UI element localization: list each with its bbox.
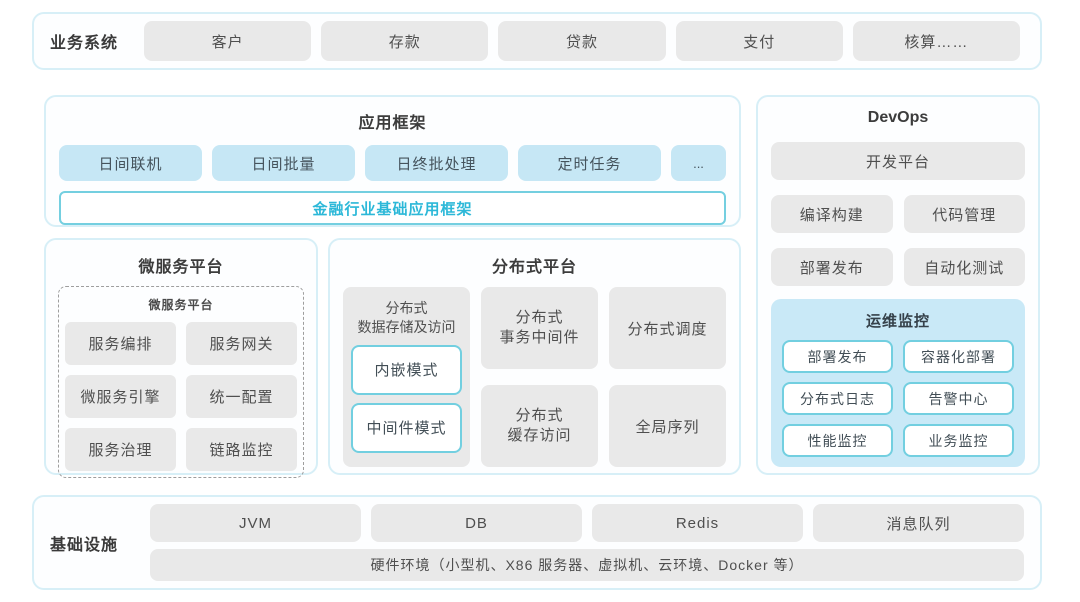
micro-item-orchestration: 服务编排 bbox=[65, 322, 176, 365]
infra-item-db: DB bbox=[371, 504, 582, 542]
monitor-item-business: 业务监控 bbox=[903, 424, 1014, 457]
business-systems-panel: 业务系统 客户 存款 贷款 支付 核算…… bbox=[32, 12, 1042, 70]
business-item-customer: 客户 bbox=[144, 21, 312, 61]
devops-row-2: 部署发布 自动化测试 bbox=[771, 248, 1025, 286]
devops-row-1: 编译构建 代码管理 bbox=[771, 195, 1025, 233]
ops-monitor-panel: 运维监控 部署发布 容器化部署 分布式日志 告警中心 性能监控 业务监控 bbox=[771, 299, 1025, 467]
infra-item-redis: Redis bbox=[592, 504, 803, 542]
ops-monitor-row-3: 性能监控 业务监控 bbox=[782, 424, 1014, 457]
devops-item-build: 编译构建 bbox=[771, 195, 893, 233]
distributed-column-3: 分布式调度 全局序列 bbox=[609, 287, 726, 467]
storage-mode-middleware: 中间件模式 bbox=[351, 402, 462, 453]
microservice-panel: 微服务平台 微服务平台 服务编排 服务网关 微服务引擎 统一配置 服务治理 链路… bbox=[44, 238, 318, 478]
monitor-item-distributed-log: 分布式日志 bbox=[782, 382, 893, 415]
monitor-item-container-deploy: 容器化部署 bbox=[903, 340, 1014, 373]
app-framework-panel: 应用框架 日间联机 日间批量 日终批处理 定时任务 ... 金融行业基础应用框架 bbox=[44, 95, 741, 227]
infra-item-jvm: JVM bbox=[150, 504, 361, 542]
distributed-storage-group: 分布式 数据存储及访问 内嵌模式 中间件模式 bbox=[343, 287, 470, 467]
business-systems-label: 业务系统 bbox=[49, 35, 118, 52]
business-item-payment: 支付 bbox=[675, 21, 843, 61]
business-item-accounting: 核算…… bbox=[852, 21, 1021, 61]
ops-monitor-row-2: 分布式日志 告警中心 bbox=[782, 382, 1014, 415]
app-framework-title: 应用框架 bbox=[358, 115, 427, 132]
infrastructure-rows: JVM DB Redis 消息队列 硬件环境（小型机、X86 服务器、虚拟机、云… bbox=[150, 504, 1024, 581]
devops-item-deploy: 部署发布 bbox=[771, 248, 893, 286]
dist-item-cache-access: 分布式 缓存访问 bbox=[481, 385, 598, 467]
monitor-item-performance: 性能监控 bbox=[782, 424, 893, 457]
micro-item-unified-config: 统一配置 bbox=[186, 375, 297, 418]
distributed-column-2: 分布式 事务中间件 分布式 缓存访问 bbox=[481, 287, 598, 467]
micro-item-engine: 微服务引擎 bbox=[65, 375, 176, 418]
micro-item-trace-monitor: 链路监控 bbox=[186, 428, 297, 471]
infrastructure-panel: 基础设施 JVM DB Redis 消息队列 硬件环境（小型机、X86 服务器、… bbox=[32, 495, 1042, 590]
monitor-item-alert-center: 告警中心 bbox=[903, 382, 1014, 415]
app-item-eod-batch: 日终批处理 bbox=[365, 145, 508, 181]
storage-mode-embedded: 内嵌模式 bbox=[351, 344, 462, 395]
devops-item-auto-test: 自动化测试 bbox=[903, 248, 1025, 286]
devops-title: DevOps bbox=[867, 109, 929, 126]
micro-item-gateway: 服务网关 bbox=[186, 322, 297, 365]
dist-item-global-sequence: 全局序列 bbox=[609, 385, 726, 467]
microservice-title: 微服务平台 bbox=[138, 259, 224, 276]
microservice-inner-box: 微服务平台 服务编排 服务网关 微服务引擎 统一配置 服务治理 链路监控 bbox=[58, 286, 304, 478]
devops-panel: DevOps 开发平台 编译构建 代码管理 部署发布 自动化测试 运维监控 部署… bbox=[756, 95, 1040, 475]
distributed-panel: 分布式平台 分布式 数据存储及访问 内嵌模式 中间件模式 分布式 事务中间件 分… bbox=[328, 238, 741, 475]
infra-hardware-bar: 硬件环境（小型机、X86 服务器、虚拟机、云环境、Docker 等） bbox=[150, 549, 1024, 581]
micro-item-governance: 服务治理 bbox=[65, 428, 176, 471]
infra-item-message-queue: 消息队列 bbox=[813, 504, 1024, 542]
distributed-title: 分布式平台 bbox=[491, 259, 577, 276]
devops-item-code-mgmt: 代码管理 bbox=[903, 195, 1025, 233]
app-framework-row: 日间联机 日间批量 日终批处理 定时任务 ... bbox=[59, 145, 726, 181]
distributed-storage-label: 分布式 数据存储及访问 bbox=[357, 300, 456, 335]
devops-dev-platform: 开发平台 bbox=[771, 142, 1025, 180]
app-item-daytime-batch: 日间批量 bbox=[212, 145, 355, 181]
business-item-loan: 贷款 bbox=[498, 21, 666, 61]
ops-monitor-title: 运维监控 bbox=[865, 313, 930, 330]
infrastructure-row-1: JVM DB Redis 消息队列 bbox=[150, 504, 1024, 542]
finance-base-framework-bar: 金融行业基础应用框架 bbox=[59, 191, 726, 225]
app-item-more: ... bbox=[671, 145, 726, 181]
monitor-item-deploy: 部署发布 bbox=[782, 340, 893, 373]
ops-monitor-row-1: 部署发布 容器化部署 bbox=[782, 340, 1014, 373]
app-item-scheduled-task: 定时任务 bbox=[518, 145, 661, 181]
dist-item-transaction-middleware: 分布式 事务中间件 bbox=[481, 287, 598, 369]
microservice-inner-title: 微服务平台 bbox=[148, 298, 214, 312]
distributed-content: 分布式 数据存储及访问 内嵌模式 中间件模式 分布式 事务中间件 分布式 缓存访… bbox=[343, 287, 726, 467]
microservice-grid: 服务编排 服务网关 微服务引擎 统一配置 服务治理 链路监控 bbox=[65, 322, 297, 471]
business-item-deposit: 存款 bbox=[321, 21, 489, 61]
infrastructure-label: 基础设施 bbox=[49, 536, 118, 554]
dist-item-scheduling: 分布式调度 bbox=[609, 287, 726, 369]
app-item-daytime-online: 日间联机 bbox=[59, 145, 202, 181]
